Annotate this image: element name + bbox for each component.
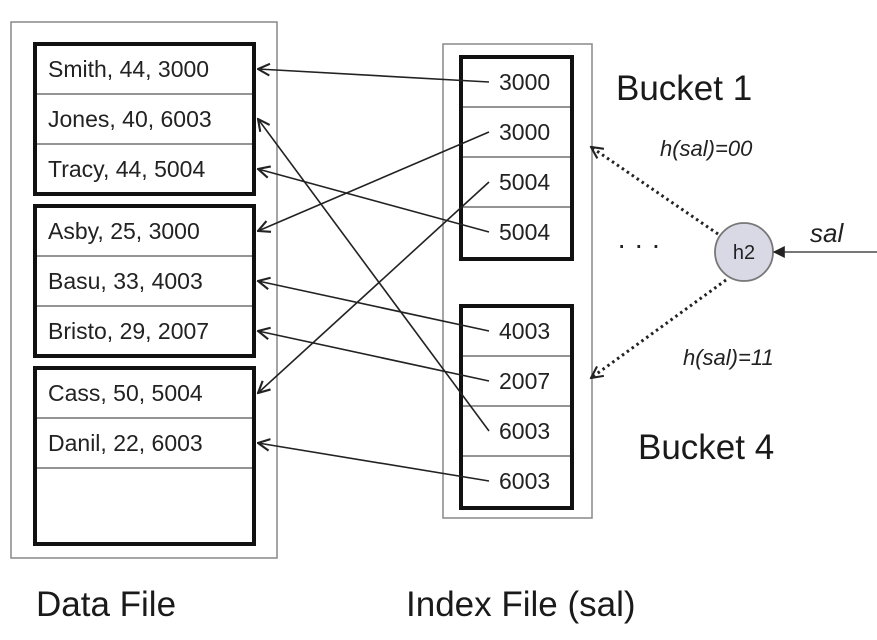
hash-arrow-bucket-4 xyxy=(591,278,727,378)
bucket-1-label: Bucket 1 xyxy=(616,69,752,108)
pointer-arrow xyxy=(258,169,490,233)
record: Basu, 33, 4003 xyxy=(48,268,203,294)
index-row-dividers xyxy=(463,106,570,457)
index-entry: 3000 xyxy=(499,119,550,145)
hash-function-label: h2 xyxy=(733,242,755,264)
pointer-arrow xyxy=(258,181,490,393)
data-file-frame xyxy=(10,21,278,559)
pointer-arrow xyxy=(258,131,490,231)
pointer-arrow xyxy=(258,331,490,382)
data-row-dividers xyxy=(37,93,252,469)
index-entry: 5004 xyxy=(499,219,550,245)
index-entry: 6003 xyxy=(499,468,550,494)
data-records: Smith, 44, 3000 Jones, 40, 6003 Tracy, 4… xyxy=(48,56,212,456)
bucket-4-label: Bucket 4 xyxy=(638,428,774,467)
bucket-1-box xyxy=(459,55,574,261)
index-entry: 6003 xyxy=(499,418,550,444)
record: Bristo, 29, 2007 xyxy=(48,318,209,344)
pointer-arrow xyxy=(258,281,490,332)
data-page-2 xyxy=(33,204,256,358)
data-page-3 xyxy=(33,366,256,546)
pointer-arrows xyxy=(258,69,490,482)
record: Danil, 22, 6003 xyxy=(48,430,203,456)
sal-input-label: sal xyxy=(810,218,844,248)
bucket-4-box xyxy=(459,304,574,510)
index-file-label: Index File (sal) xyxy=(406,585,636,624)
hash-label-bottom: h(sal)=11 xyxy=(683,345,774,370)
index-entry: 2007 xyxy=(499,368,550,394)
record: Cass, 50, 5004 xyxy=(48,380,203,406)
pointer-arrow xyxy=(258,119,490,432)
data-file-label: Data File xyxy=(36,585,176,624)
data-page-1 xyxy=(33,42,256,196)
index-entry: 3000 xyxy=(499,69,550,95)
index-entry: 4003 xyxy=(499,318,550,344)
record: Tracy, 44, 5004 xyxy=(48,156,205,182)
ellipsis: · · · xyxy=(617,229,661,260)
pointer-arrow xyxy=(258,443,490,482)
record: Jones, 40, 6003 xyxy=(48,106,212,132)
record: Asby, 25, 3000 xyxy=(48,218,200,244)
hash-arrow-bucket-1 xyxy=(591,147,719,236)
index-file-frame xyxy=(442,43,593,519)
hash-label-top: h(sal)=00 xyxy=(660,136,753,161)
index-entry: 5004 xyxy=(499,169,550,195)
record: Smith, 44, 3000 xyxy=(48,56,209,82)
index-entries: 3000 3000 5004 5004 4003 2007 6003 6003 xyxy=(499,69,550,494)
pointer-arrow xyxy=(258,69,490,83)
